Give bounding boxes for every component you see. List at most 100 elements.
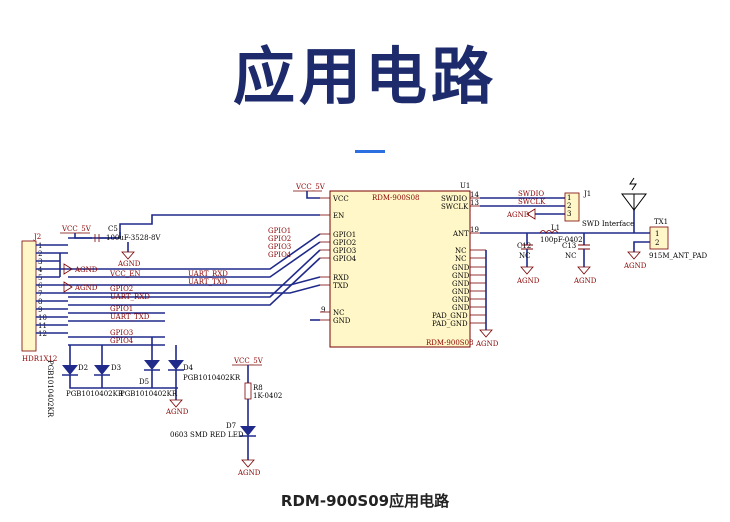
module-body — [329, 190, 471, 348]
r8-ref: R8 — [253, 384, 263, 392]
tvs-part-vertical: PGB1010402KR — [46, 360, 54, 418]
pin-ant: ANT — [452, 230, 469, 238]
swd-label: SWD Interface — [582, 220, 634, 228]
agnd-tvs: AGND — [165, 408, 189, 416]
l1-ref: L1 — [551, 224, 560, 232]
header-pin-4: 4 — [38, 266, 43, 274]
led-branch: VCC_5V R8 1K-0402 D7 0603 SMD RED LED AG… — [170, 357, 282, 477]
agnd-label-1: AGND — [74, 266, 98, 274]
pin-gnd-5: GND — [452, 296, 470, 304]
net-swclk: SWCLK — [518, 198, 546, 206]
agnd-c13: AGND — [573, 277, 597, 285]
header-pin-12: 12 — [38, 330, 47, 338]
header-pin-9: 9 — [38, 306, 42, 314]
tvs-d4: D4 — [183, 364, 194, 372]
pin-swdio: SWDIO — [441, 195, 467, 203]
rf-path: L1 100pF-0402 C12 NC AGND C13 NC AGND 1 … — [480, 177, 708, 285]
c12-nc: NC — [519, 252, 530, 260]
j1-pin-2: 2 — [567, 202, 571, 210]
agnd-c5: AGND — [117, 260, 141, 268]
header-pin-5: 5 — [38, 274, 42, 282]
net-gpio2: GPIO2 — [268, 235, 291, 243]
header-agnd: AGND AGND — [63, 263, 98, 293]
pin-number-9: 9 — [321, 306, 325, 314]
net-swdio: SWDIO — [518, 190, 544, 198]
title-underline — [355, 150, 385, 153]
module-gnd: AGND — [310, 250, 499, 348]
pin-gpio4: GPIO4 — [333, 255, 357, 263]
hdr-gpio2: GPIO2 — [110, 285, 133, 293]
pin-rxd: RXD — [333, 274, 349, 282]
vcc-en-label: VCC_EN — [109, 270, 141, 278]
pin-nc: NC — [333, 309, 344, 317]
tvs-d2: D2 — [78, 364, 88, 372]
header-ref: J2 — [33, 233, 41, 241]
j1-pin-3: 3 — [567, 210, 571, 218]
tx1-name: 915M_ANT_PAD — [649, 252, 708, 260]
header-pin-3: 3 — [38, 258, 42, 266]
header-pin-10: 10 — [38, 314, 47, 322]
figure-caption: RDM-900S09应用电路 — [280, 492, 450, 510]
agnd-c12: AGND — [516, 277, 540, 285]
hdr-uart-rxd: UART_RXD — [110, 293, 150, 301]
pin-pad-gnd-2: PAD_GND — [432, 320, 468, 328]
pin-gnd-3: GND — [452, 280, 470, 288]
tvs-d3-part: PGB1010402KR — [120, 390, 178, 398]
tvs-d5: D5 — [139, 378, 149, 386]
agnd-label-2: AGND — [74, 284, 98, 292]
header-pin-2: 2 — [38, 250, 42, 258]
d7-ref: D7 — [226, 422, 236, 430]
c5-ref: C5 — [108, 225, 118, 233]
tvs-d4-part: PGB1010402KR — [183, 374, 241, 382]
pin-gnd-4: GND — [452, 288, 470, 296]
hdr-gpio4: GPIO4 — [110, 337, 134, 345]
page-title: 应用电路 — [232, 40, 497, 113]
pin-nc-1: NC — [455, 247, 466, 255]
pin-txd: TXD — [333, 282, 349, 290]
agnd-swd: AGND — [506, 211, 530, 219]
vcc-label-top: VCC_5V — [295, 183, 326, 191]
l1-value: 100pF-0402 — [540, 236, 583, 244]
r8-value: 1K-0402 — [253, 392, 282, 400]
header-pin-8: 8 — [38, 298, 42, 306]
module-right-pins: SWDIO SWCLK ANT NC NC GND GND GND GND GN… — [432, 191, 479, 328]
module-name-top: RDM-900S08 — [372, 194, 419, 202]
pin-gnd-6: GND — [452, 304, 470, 312]
pin-number-14: 14 — [470, 191, 479, 199]
tx1-ref: TX1 — [654, 218, 668, 226]
pin-gpio1: GPIO1 — [333, 231, 356, 239]
tvs-d2-part: PGB1010402KR — [66, 390, 124, 398]
header-pin-7: 7 — [38, 290, 42, 298]
pin-gnd-2: GND — [452, 272, 470, 280]
pin-swclk: SWCLK — [441, 203, 469, 211]
header-pin-11: 11 — [38, 322, 47, 330]
agnd-led: AGND — [237, 469, 261, 477]
header-pin-1: 1 — [38, 242, 42, 250]
tx1-pin-2: 2 — [655, 239, 659, 247]
net-gpio4: GPIO4 — [268, 251, 292, 259]
c12-ref: C12 — [517, 242, 531, 250]
j1-pin-1: 1 — [567, 194, 571, 202]
pin-gnd-1: GND — [452, 264, 470, 272]
net-gpio3: GPIO3 — [268, 243, 291, 251]
tx1-pin-1: 1 — [655, 230, 659, 238]
net-uart-rxd: UART_RXD — [188, 270, 228, 278]
c5-value: 100uF-3528-8V — [106, 234, 161, 242]
pin-nc-2: NC — [455, 255, 466, 263]
d7-value: 0603 SMD RED LED — [170, 431, 244, 439]
header-j2-body — [21, 240, 37, 352]
agnd-ant: AGND — [623, 262, 647, 270]
c13-nc: NC — [565, 252, 576, 260]
hdr-gpio1: GPIO1 — [110, 305, 133, 313]
tvs-diodes: AGND D2 D3 D5 D4 PGB1010402KR PGB1010402… — [46, 337, 241, 418]
pin-gpio3: GPIO3 — [333, 247, 356, 255]
header-pin-6: 6 — [38, 282, 43, 290]
c13-ref: C13 — [562, 242, 576, 250]
net-gpio1: GPIO1 — [268, 227, 291, 235]
pin-number-19: 19 — [470, 226, 479, 234]
header-pins: 1 2 3 4 5 6 7 8 9 10 11 12 — [38, 242, 47, 338]
module-name-bottom: RDM-900S08 — [426, 339, 473, 347]
j1-ref: J1 — [583, 190, 591, 198]
pin-gnd: GND — [333, 317, 351, 325]
